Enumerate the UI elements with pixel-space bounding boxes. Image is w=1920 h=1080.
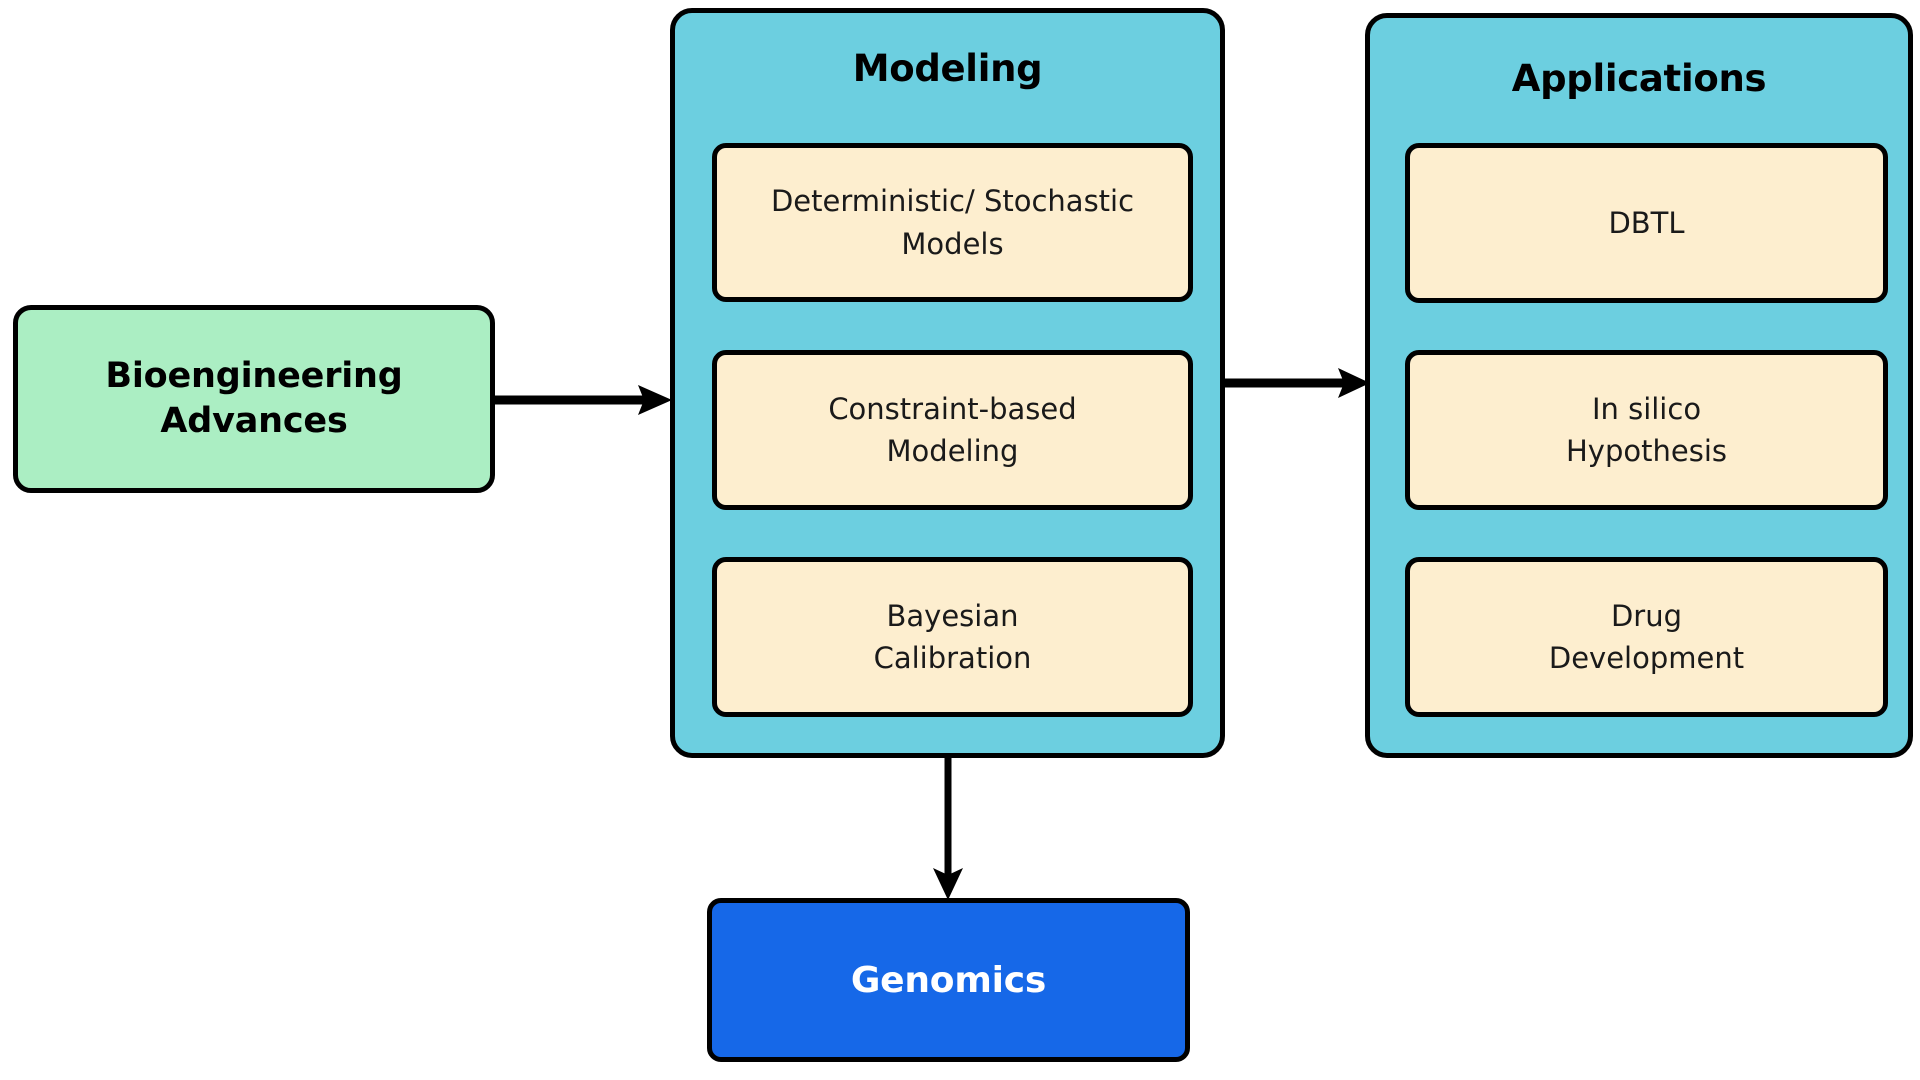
item-constraint-based-modeling[interactable]: Constraint-based Modeling [712, 350, 1193, 510]
item-label-line-1: Drug [1610, 598, 1683, 633]
item-label-line-1: Deterministic/ Stochastic [770, 184, 1135, 219]
arrow-modeling-to-applications [1224, 368, 1370, 398]
node-label-line-1: Bioengineering [105, 356, 403, 397]
node-bioengineering-advances[interactable]: Bioengineering Advances [13, 305, 495, 493]
item-label-line-1: Constraint-based [828, 391, 1077, 426]
item-bayesian-calibration[interactable]: Bayesian Calibration [712, 557, 1193, 717]
group-modeling-title: Modeling [852, 47, 1043, 90]
item-drug-development[interactable]: Drug Development [1405, 557, 1888, 717]
item-label-line-1: Bayesian [886, 598, 1019, 633]
node-label-line-2: Advances [160, 401, 348, 441]
item-label-line-2: Calibration [873, 641, 1032, 675]
item-label-line-1: In silico [1591, 391, 1702, 426]
item-dbtl[interactable]: DBTL [1405, 143, 1888, 303]
item-label: Deterministic/ Stochastic Models [757, 180, 1148, 264]
item-in-silico-hypothesis[interactable]: In silico Hypothesis [1405, 350, 1888, 510]
item-label: In silico Hypothesis [1552, 388, 1741, 472]
node-genomics[interactable]: Genomics [707, 898, 1190, 1062]
group-applications-title: Applications [1511, 57, 1767, 100]
node-bioengineering-advances-label: Bioengineering Advances [105, 354, 402, 444]
arrow-source-to-modeling [492, 385, 672, 415]
arrow-modeling-to-genomics [933, 756, 963, 900]
item-label-line-1: DBTL [1608, 205, 1685, 240]
item-label-line-2: Models [901, 226, 1004, 261]
item-label: Bayesian Calibration [860, 595, 1046, 679]
item-label: Drug Development [1535, 595, 1758, 679]
item-label-line-2: Hypothesis [1566, 434, 1727, 468]
item-label: DBTL [1594, 202, 1698, 244]
item-label-line-2: Development [1548, 641, 1745, 675]
item-deterministic-stochastic-models[interactable]: Deterministic/ Stochastic Models [712, 143, 1193, 302]
group-modeling[interactable]: Modeling Deterministic/ Stochastic Model… [670, 8, 1225, 758]
item-label-line-2: Modeling [886, 434, 1019, 468]
item-label: Constraint-based Modeling [814, 388, 1090, 472]
group-applications[interactable]: Applications DBTL In silico Hypothesis D… [1365, 13, 1913, 758]
node-genomics-label: Genomics [850, 959, 1047, 1001]
